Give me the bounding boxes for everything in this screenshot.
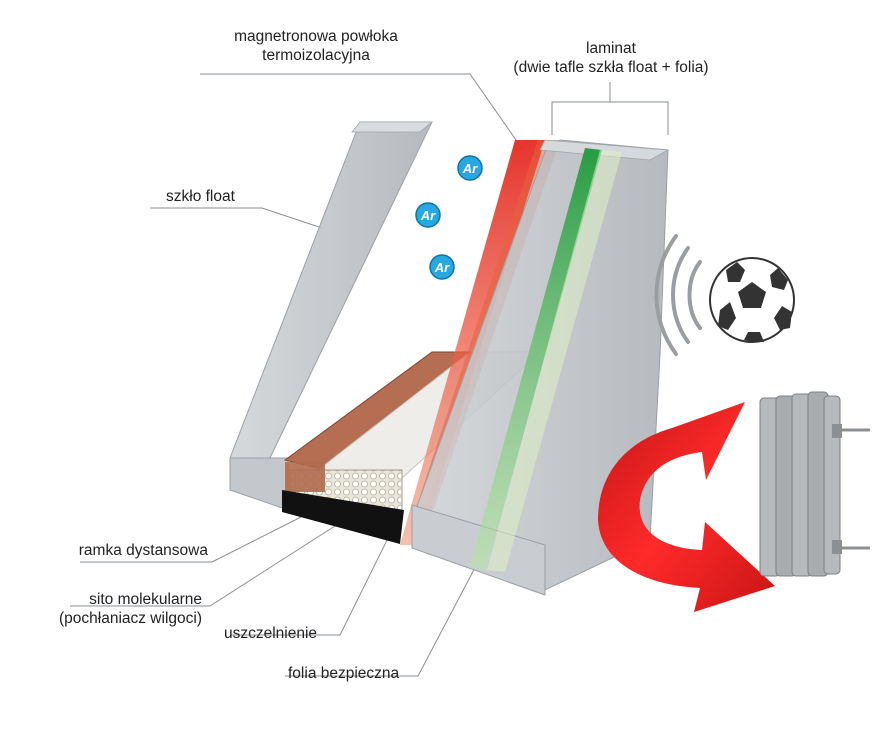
left-glass-base: [229, 457, 289, 511]
safety-foil-edge: [487, 150, 622, 572]
laminate-label-line1: laminat: [586, 40, 636, 57]
safety-foil-label: folia bezpieczna: [288, 665, 400, 682]
argon-label-1: Ar: [462, 161, 478, 176]
laminate-top: [539, 139, 670, 161]
molecular-sieve-label-line1: sito molekularne: [89, 591, 202, 608]
molecular-sieve-label: sito molekularne (pochłaniacz wilgoci): [20, 590, 202, 628]
heat-reflection-arrow: [598, 402, 775, 612]
radiator-icon: [759, 391, 870, 577]
coating-label: magnetronowa powłoka termoizolacyjna: [208, 27, 424, 65]
leader-lines: [70, 73, 669, 677]
sealant: [282, 490, 404, 544]
soccer-ball-icon: [709, 257, 795, 343]
laminate-label-line2: (dwie tafle szkła float + folia): [513, 59, 709, 76]
safety-foil-layer: [470, 148, 602, 570]
argon-molecules: Ar Ar Ar: [415, 155, 483, 280]
left-glass-top: [351, 121, 434, 133]
float-glass-label: szkło float: [166, 188, 235, 205]
argon-label-3: Ar: [434, 260, 450, 275]
argon-label-2: Ar: [420, 208, 436, 223]
laminate-label: laminat (dwie tafle szkła float + folia): [480, 39, 742, 77]
coating-label-line2: termoizolacyjna: [262, 47, 370, 64]
spacer-front: [285, 462, 325, 492]
sound-waves-icon: [654, 234, 702, 356]
sealant-label: uszczelnienie: [224, 625, 318, 642]
molecular-sieve-label-line2: (pochłaniacz wilgoci): [58, 610, 202, 627]
spacer-frame-label: ramka dystansowa: [78, 542, 208, 559]
coating-label-line1: magnetronowa powłoka: [234, 28, 398, 45]
